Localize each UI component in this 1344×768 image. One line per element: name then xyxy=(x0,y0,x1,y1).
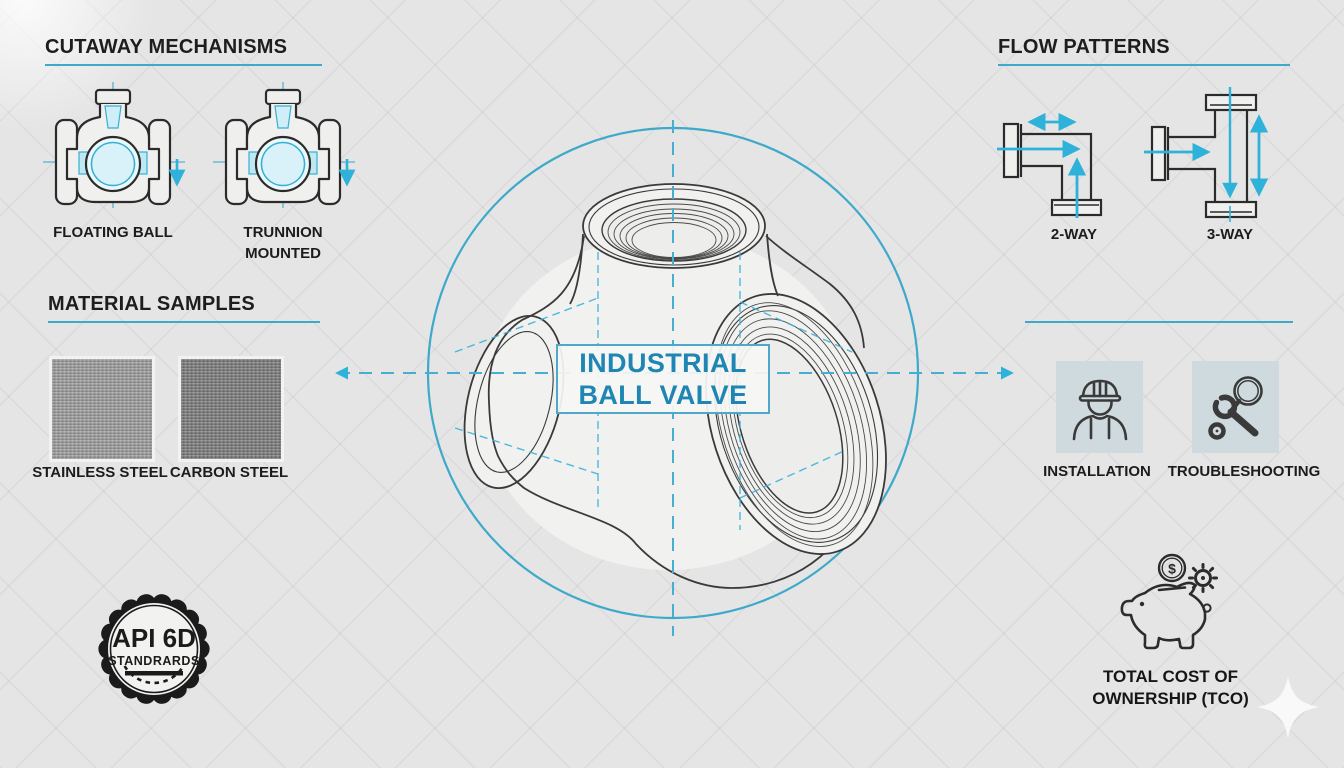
services-divider xyxy=(1025,321,1293,323)
svg-text:$: $ xyxy=(1168,561,1176,577)
construction-worker-icon xyxy=(1072,379,1127,441)
troubleshooting-label: TROUBLESHOOTING xyxy=(1167,463,1321,480)
tee-flow-diagram xyxy=(1144,87,1269,222)
center-title-line1: INDUSTRIAL xyxy=(579,348,747,378)
carbon-steel-label: CARBON STEEL xyxy=(169,464,289,481)
seal-stamp-icon: API 6D STANDRARDS xyxy=(98,594,210,704)
flow-underline xyxy=(998,64,1290,66)
wrench-magnifier-icon xyxy=(1207,376,1263,440)
center-title-box: INDUSTRIAL BALL VALVE xyxy=(556,344,770,414)
flow-section-title: FLOW PATTERNS xyxy=(998,36,1170,58)
badge-line2: STANDRARDS xyxy=(108,654,200,668)
carbon-steel-swatch xyxy=(178,356,284,462)
elbow-flow-diagram xyxy=(997,112,1103,218)
cutaway-underline xyxy=(45,64,322,66)
trunnion-cutaway-diagram xyxy=(213,82,355,208)
installation-label: INSTALLATION xyxy=(1043,463,1151,480)
floating-ball-label: FLOATING BALL xyxy=(53,224,173,241)
materials-section-title: MATERIAL SAMPLES xyxy=(48,293,255,315)
piggy-bank-icon: $ xyxy=(1120,553,1218,650)
badge-line1: API 6D xyxy=(112,623,196,653)
sparkle-icon xyxy=(1257,676,1319,738)
two-way-label: 2-WAY xyxy=(1050,226,1098,243)
troubleshooting-tile xyxy=(1192,361,1279,453)
tco-label: TOTAL COST OF OWNERSHIP (TCO) xyxy=(1092,667,1249,708)
floating-ball-cutaway-diagram xyxy=(43,82,185,208)
cutaway-section-title: CUTAWAY MECHANISMS xyxy=(45,36,288,58)
trunnion-mounted-label: TRUNNION MOUNTED xyxy=(243,224,323,262)
installation-tile xyxy=(1056,361,1143,453)
three-way-label: 3-WAY xyxy=(1206,226,1254,243)
materials-underline xyxy=(48,321,320,323)
badge-rule xyxy=(125,671,183,676)
center-title-line2: BALL VALVE xyxy=(578,380,748,410)
stainless-steel-label: STAINLESS STEEL xyxy=(32,464,168,481)
stainless-steel-swatch xyxy=(49,356,155,462)
